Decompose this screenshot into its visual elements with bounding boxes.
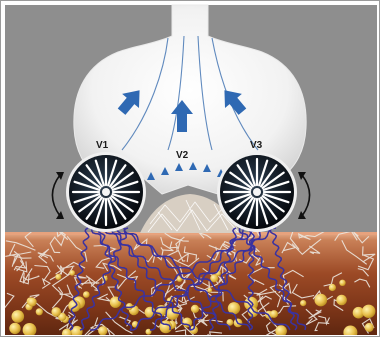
label-v2: V2 (176, 150, 189, 161)
left-roller (66, 152, 146, 232)
label-v1: V1 (96, 140, 109, 151)
label-v3: V3 (250, 140, 263, 151)
right-roller (217, 152, 297, 232)
